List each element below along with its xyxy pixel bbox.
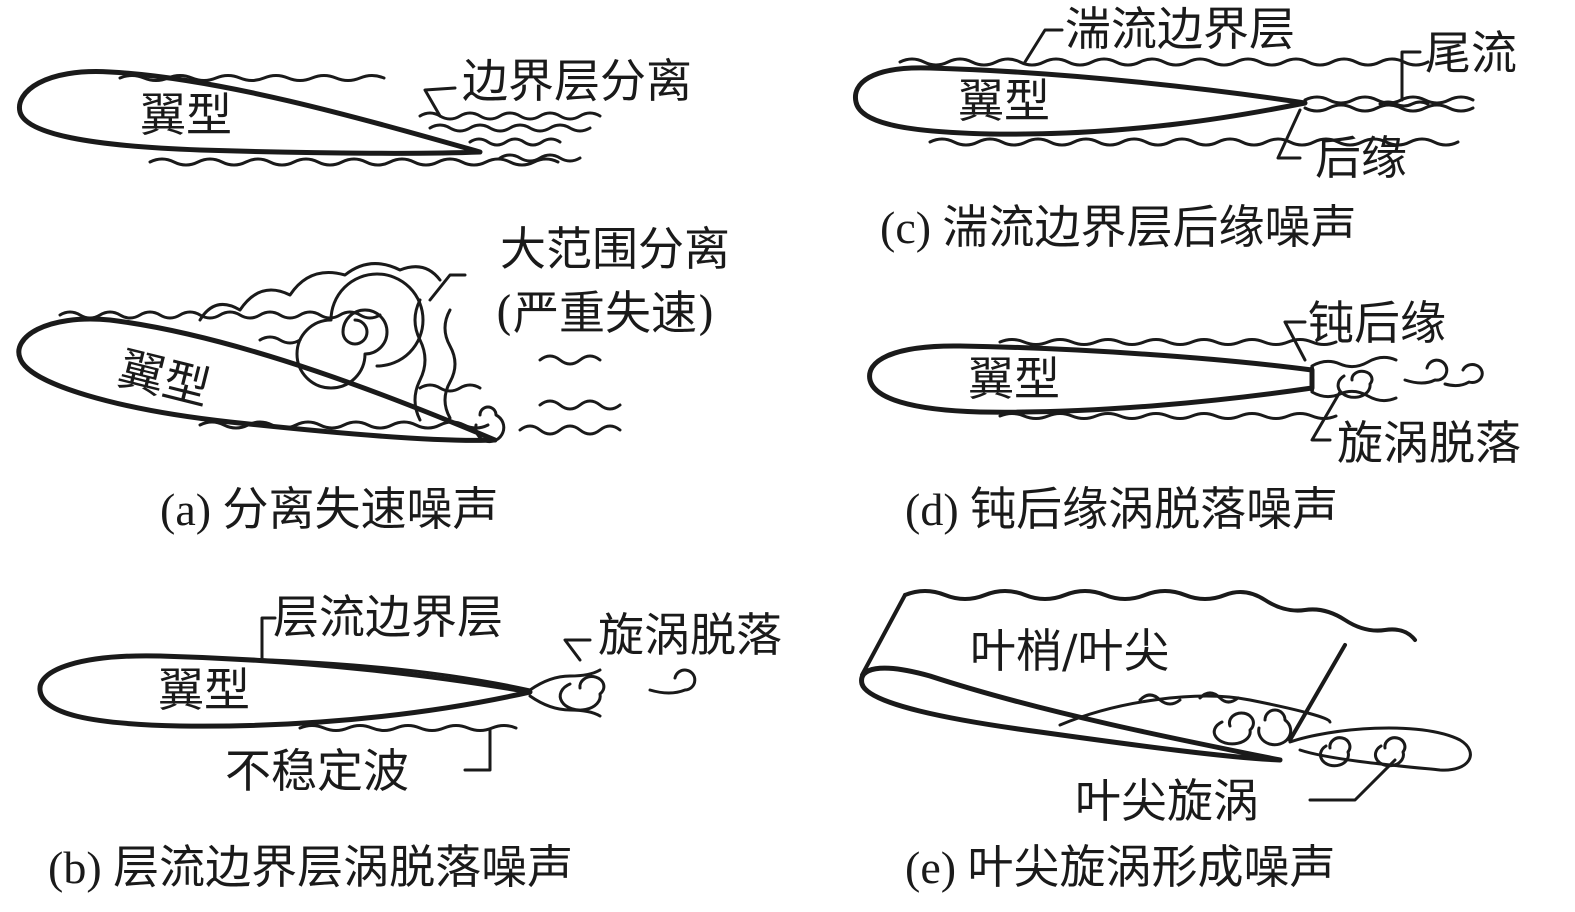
airfoil-a-top <box>16 69 483 156</box>
leader-wake <box>1400 50 1422 102</box>
label-laminar-boundary-layer: 层流边界层 <box>273 590 503 644</box>
leader-unstable <box>463 728 492 772</box>
label-blade-tip: 叶梢/叶尖 <box>970 624 1170 678</box>
tip-vortex-upper-curl-2 <box>1198 691 1240 704</box>
panel-e-sketch <box>859 589 1472 802</box>
stall-upper-wavy <box>58 310 382 320</box>
tip-vortex-loop-2 <box>1257 708 1293 747</box>
separation-wavy-3 <box>468 137 562 147</box>
airfoil-b <box>37 653 533 729</box>
tip-vortex-loop-1 <box>1212 711 1255 746</box>
label-airfoil-a-top: 翼型 <box>140 88 232 142</box>
wake-d-upper <box>1310 355 1398 369</box>
blade-right-edge <box>1288 643 1347 742</box>
airfoil-d <box>867 343 1315 415</box>
blunt-upper-wavy <box>998 338 1338 346</box>
wake-b-upper <box>528 668 602 692</box>
tip-vortex-curl-3 <box>1318 736 1352 768</box>
panel-d-sketch <box>867 320 1484 442</box>
vortex-d-1 <box>1336 369 1374 399</box>
caption-e: (e) 叶尖旋涡形成噪声 <box>905 842 1336 893</box>
blade-outline-top <box>903 589 1417 642</box>
label-boundary-layer-separation: 边界层分离 <box>462 54 692 108</box>
label-airfoil-d: 翼型 <box>968 352 1060 406</box>
upper-wavy <box>118 74 386 82</box>
caption-a: (a) 分离失速噪声 <box>160 484 499 535</box>
vortex-d-3 <box>1443 363 1484 388</box>
label-airfoil-b: 翼型 <box>158 663 250 717</box>
stall-swirl <box>295 272 425 390</box>
stall-wavy-4 <box>418 383 482 393</box>
tip-vortex-upper-curl-1 <box>1138 693 1182 706</box>
wake-c-lower <box>1303 103 1475 113</box>
vortex-b-2 <box>648 668 697 695</box>
blunt-lower-wavy <box>998 412 1338 420</box>
stall-swirl-small <box>474 405 506 444</box>
stall-wavy-5 <box>538 354 602 366</box>
stall-cloud-top <box>198 262 442 322</box>
leader-turbulent <box>1023 28 1064 64</box>
separation-wavy-2 <box>428 123 592 133</box>
label-wake: 尾流 <box>1425 26 1517 80</box>
label-tip-vortex: 叶尖旋涡 <box>1075 774 1259 828</box>
stall-wavy-6 <box>538 399 622 411</box>
tip-vortex-curl-4 <box>1373 736 1407 768</box>
caption-c: (c) 湍流边界层后缘噪声 <box>880 202 1357 253</box>
vortex-b-1 <box>558 675 606 712</box>
label-vortex-shedding-d: 旋涡脱落 <box>1337 416 1521 470</box>
stall-wavy-3 <box>258 335 302 345</box>
leader-shedding-b <box>563 638 592 662</box>
leader-shedding-d <box>1310 390 1342 442</box>
label-vortex-shedding-b: 旋涡脱落 <box>598 608 782 662</box>
wake-b-lower <box>528 694 602 718</box>
label-deep-stall: (严重失速) <box>495 286 715 340</box>
caption-b: (b) 层流边界层涡脱落噪声 <box>48 842 574 893</box>
leader-large-separation <box>428 273 467 302</box>
stall-lower-wavy <box>198 420 490 430</box>
panel-b-sketch <box>37 616 697 772</box>
leader-blunt <box>1283 320 1307 362</box>
blade-tip-airfoil <box>859 665 1283 763</box>
leader-trailing-edge <box>1276 108 1302 160</box>
leader-laminar <box>260 616 277 662</box>
leader-separation <box>423 86 457 118</box>
panel-a-top-sketch <box>16 69 602 167</box>
underside-wavy <box>148 157 560 167</box>
tip-vortex-tail <box>1288 726 1472 772</box>
blade-left-edge <box>860 593 907 677</box>
leader-tip-vortex <box>1308 758 1397 802</box>
laminar-lower-wavy <box>298 724 518 732</box>
stall-wavy-1 <box>413 298 427 422</box>
panel-c-sketch <box>852 28 1475 160</box>
turbulent-lower-wavy <box>928 137 1460 147</box>
stall-wavy-7 <box>518 424 622 436</box>
turbulent-upper-wavy <box>898 57 1430 67</box>
separation-wavy-4 <box>498 153 582 163</box>
laminar-upper-layer <box>198 656 532 692</box>
caption-d: (d) 钝后缘涡脱落噪声 <box>905 484 1339 535</box>
label-turbulent-boundary-layer: 湍流边界层 <box>1065 2 1295 56</box>
stall-wavy-2 <box>443 308 457 420</box>
vortex-d-2 <box>1403 358 1449 385</box>
wake-c-mid <box>1378 100 1430 108</box>
label-large-separation: 大范围分离 <box>500 222 730 276</box>
panel-a-bottom-sketch <box>16 262 622 444</box>
wake-d-lower <box>1310 389 1398 403</box>
label-trailing-edge: 后缘 <box>1315 131 1407 185</box>
label-blunt-trailing-edge: 钝后缘 <box>1308 296 1446 350</box>
label-airfoil-c: 翼型 <box>958 74 1050 128</box>
airfoil-c <box>852 65 1308 137</box>
label-unstable-wave: 不稳定波 <box>225 744 409 798</box>
tip-crossing-line <box>1058 694 1332 727</box>
separation-wavy-1 <box>418 111 602 121</box>
